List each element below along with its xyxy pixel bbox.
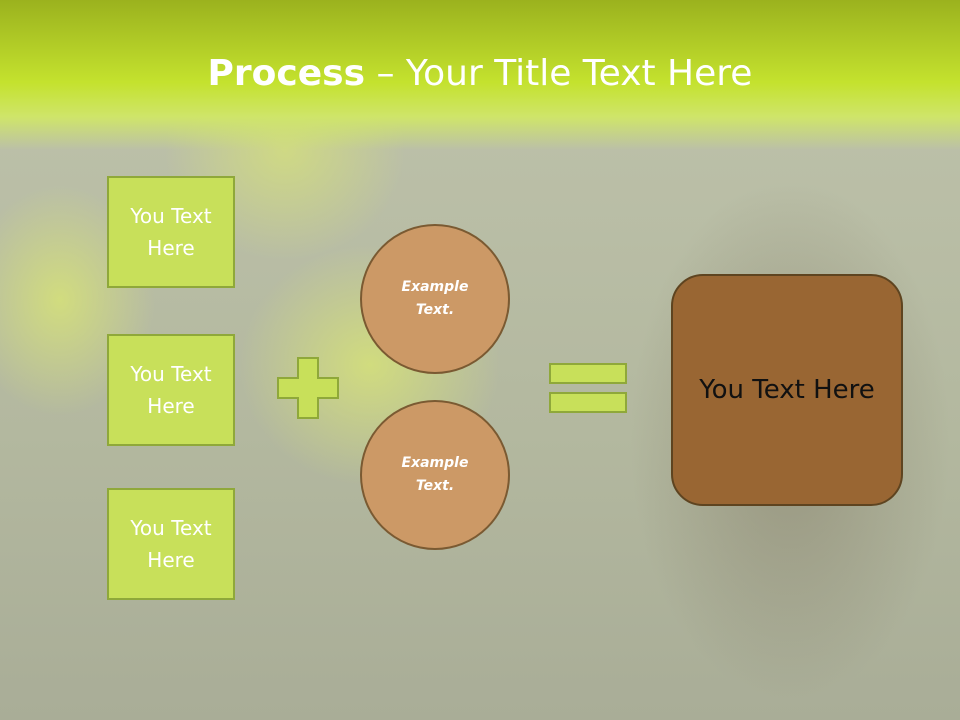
text-box-2[interactable]: You Text Here [107, 334, 235, 446]
text-box-label: You Text Here [130, 204, 212, 260]
header-band [0, 0, 960, 150]
text-box-1[interactable]: You Text Here [107, 176, 235, 288]
circle-label: Example Text. [401, 455, 469, 494]
circle-label: Example Text. [401, 279, 469, 318]
example-circle-1[interactable]: Example Text. [360, 224, 510, 374]
text-box-label: You Text Here [130, 516, 212, 572]
plus-icon [277, 357, 339, 419]
example-circle-2[interactable]: Example Text. [360, 400, 510, 550]
title-rest: – Your Title Text Here [365, 53, 753, 94]
title-bold: Process [207, 53, 366, 94]
text-box-label: You Text Here [130, 362, 212, 418]
result-box[interactable]: You Text Here [671, 274, 903, 506]
slide-title: Process – Your Title Text Here [0, 52, 960, 96]
text-box-3[interactable]: You Text Here [107, 488, 235, 600]
equals-icon [549, 363, 627, 413]
result-label: You Text Here [699, 375, 875, 405]
